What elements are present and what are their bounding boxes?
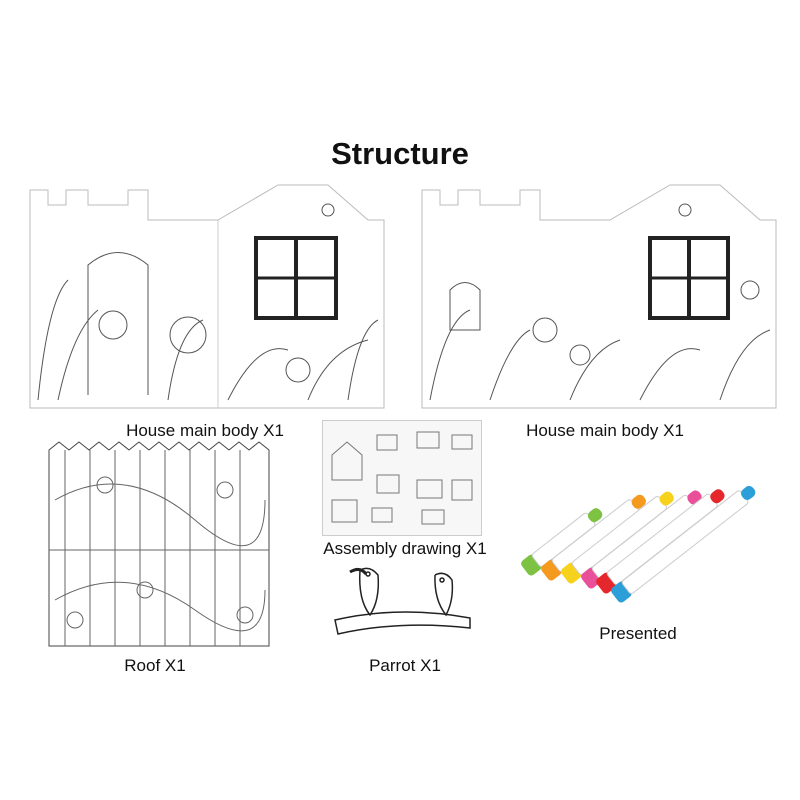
house-left-image	[28, 180, 386, 412]
markers-image	[505, 475, 770, 615]
assembly-drawing-image	[322, 420, 482, 536]
markers-label: Presented	[599, 624, 677, 643]
parrot-label: Parrot X1	[369, 656, 441, 675]
marker-4	[596, 489, 725, 594]
house-right-label: House main body X1	[526, 421, 684, 440]
roof-image	[45, 440, 273, 652]
house-left-label: House main body X1	[126, 421, 284, 440]
marker-5	[611, 485, 756, 603]
page-title: Structure	[331, 136, 469, 171]
house-right-image	[420, 180, 778, 412]
marker-0	[521, 508, 603, 576]
assembly-drawing-label: Assembly drawing X1	[323, 539, 487, 558]
roof-label: Roof X1	[124, 656, 186, 675]
marker-2	[561, 491, 674, 584]
parrot-image	[330, 560, 476, 646]
